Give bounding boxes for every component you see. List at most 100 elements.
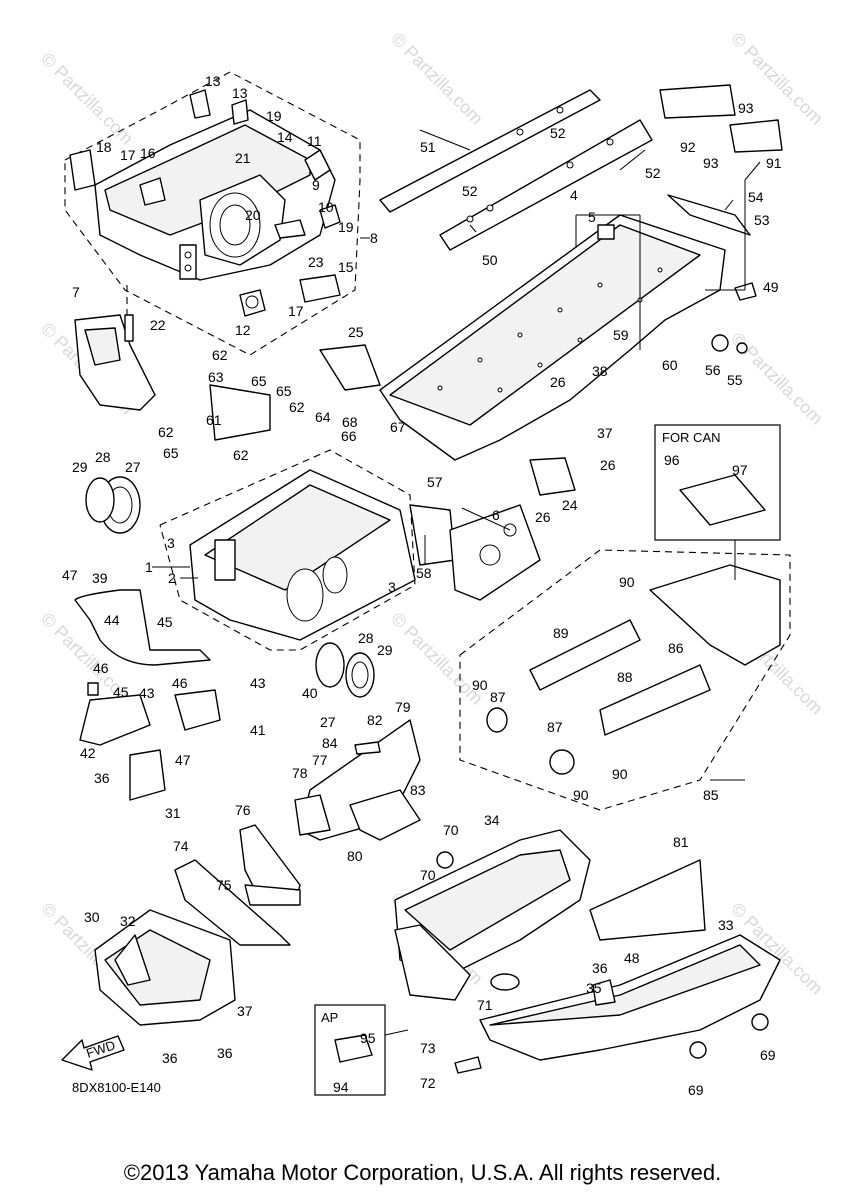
callout-label: 81 bbox=[673, 834, 689, 850]
gasket-28 bbox=[85, 477, 115, 523]
callout-label: 86 bbox=[668, 640, 684, 656]
callouts: 1 2 3 3 4 5 6 7 8 9 10 11 12 13 13 14 15… bbox=[62, 73, 782, 1098]
callout-label: 64 bbox=[315, 409, 331, 425]
bracket-24 bbox=[529, 457, 576, 496]
callout-label: 36 bbox=[162, 1050, 178, 1066]
leader-lines bbox=[152, 129, 761, 781]
callout-label: 37 bbox=[237, 1003, 253, 1019]
callout-label: 21 bbox=[235, 150, 251, 166]
rail-89 bbox=[529, 619, 641, 691]
panel-78 bbox=[294, 794, 331, 836]
callout-label: 44 bbox=[104, 612, 120, 628]
callout-label: 32 bbox=[120, 913, 136, 929]
grommet-71 bbox=[490, 973, 520, 991]
callout-label: 60 bbox=[662, 357, 678, 373]
callout-label: 15 bbox=[338, 259, 354, 275]
callout-label: 36 bbox=[94, 770, 110, 786]
fwd-arrow-group: FWD 8DX8100-E140 bbox=[61, 1035, 161, 1095]
callout-label: 38 bbox=[592, 363, 608, 379]
callout-label: 13 bbox=[205, 73, 221, 89]
center-frame bbox=[85, 384, 541, 698]
callout-label: 54 bbox=[748, 189, 764, 205]
callout-label: 51 bbox=[420, 139, 436, 155]
callout-label: 73 bbox=[420, 1040, 436, 1056]
rear-assembly bbox=[459, 549, 791, 811]
callout-label: 90 bbox=[573, 787, 589, 803]
bracket-72 bbox=[454, 1056, 482, 1074]
bracket-53 bbox=[667, 194, 751, 236]
callout-label: 82 bbox=[367, 712, 383, 728]
callout-label: 49 bbox=[763, 279, 779, 295]
upper-frame-assembly bbox=[64, 71, 370, 356]
flap-86 bbox=[649, 564, 781, 666]
callout-label: 28 bbox=[358, 630, 374, 646]
callout-label: 39 bbox=[92, 570, 108, 586]
cover-75 bbox=[244, 884, 301, 906]
callout-label: 47 bbox=[62, 567, 78, 583]
callout-label: 65 bbox=[276, 383, 292, 399]
callout-label: 52 bbox=[550, 125, 566, 141]
callout-label: 69 bbox=[688, 1082, 704, 1098]
callout-label: 59 bbox=[613, 327, 629, 343]
callout-label: 52 bbox=[462, 183, 478, 199]
callout-label: 29 bbox=[72, 459, 88, 475]
callout-label: 4 bbox=[570, 187, 578, 203]
bracket-41 bbox=[174, 689, 221, 731]
callout-label: 53 bbox=[754, 212, 770, 228]
callout-label: 45 bbox=[157, 614, 173, 630]
callout-label: 17 bbox=[288, 303, 304, 319]
callout-label: 29 bbox=[377, 642, 393, 658]
callout-label: 87 bbox=[547, 719, 563, 735]
watermark: © Partzilla.com bbox=[387, 29, 487, 129]
callout-label: 72 bbox=[420, 1075, 436, 1091]
callout-label: 58 bbox=[416, 565, 432, 581]
callout-label: 77 bbox=[312, 752, 328, 768]
callout-label: 28 bbox=[95, 449, 111, 465]
callout-label: 42 bbox=[80, 745, 96, 761]
callout-label: 45 bbox=[113, 684, 129, 700]
callout-label: 97 bbox=[732, 462, 748, 478]
bracket-94 bbox=[334, 1034, 373, 1063]
callout-label: 96 bbox=[664, 452, 680, 468]
callout-label: 65 bbox=[251, 373, 267, 389]
for-can-box: FOR CAN bbox=[654, 424, 781, 580]
callout-label: 93 bbox=[703, 155, 719, 171]
callout-label: 27 bbox=[125, 459, 141, 475]
callout-label: 93 bbox=[738, 100, 754, 116]
callout-label: 46 bbox=[172, 675, 188, 691]
copyright-notice: ©2013 Yamaha Motor Corporation, U.S.A. A… bbox=[123, 1160, 722, 1185]
callout-label: 65 bbox=[163, 445, 179, 461]
callout-label: 18 bbox=[96, 139, 112, 155]
callout-label: 66 bbox=[341, 428, 357, 444]
cover-74 bbox=[174, 859, 291, 946]
callout-label: 23 bbox=[308, 254, 324, 270]
footrest-91 bbox=[729, 119, 783, 153]
for-can-label: FOR CAN bbox=[662, 430, 721, 445]
callout-label: 31 bbox=[165, 805, 181, 821]
rail-88 bbox=[599, 664, 711, 736]
callout-label: 24 bbox=[562, 497, 578, 513]
callout-label: 36 bbox=[592, 960, 608, 976]
callout-label: 8 bbox=[370, 230, 378, 246]
watermark: © Partzilla.com bbox=[37, 49, 137, 149]
callout-label: 62 bbox=[212, 347, 228, 363]
callout-label: 50 bbox=[482, 252, 498, 268]
rail-50 bbox=[439, 119, 653, 251]
side-rails bbox=[379, 89, 653, 251]
callout-label: 62 bbox=[158, 424, 174, 440]
panel-83 bbox=[349, 789, 421, 841]
callout-label: 62 bbox=[289, 399, 305, 415]
bracket-57 bbox=[409, 504, 456, 566]
flap-96 bbox=[679, 474, 766, 526]
callout-label: 46 bbox=[93, 660, 109, 676]
callout-label: 92 bbox=[680, 139, 696, 155]
callout-label: 25 bbox=[348, 324, 364, 340]
left-bracket-group bbox=[74, 285, 156, 411]
callout-label: 9 bbox=[312, 177, 320, 193]
callout-label: 37 bbox=[597, 425, 613, 441]
callout-label: 67 bbox=[390, 419, 406, 435]
callout-label: 40 bbox=[302, 685, 318, 701]
bracket-31 bbox=[129, 749, 166, 801]
cover-81 bbox=[589, 859, 706, 941]
callout-label: 71 bbox=[477, 997, 493, 1013]
